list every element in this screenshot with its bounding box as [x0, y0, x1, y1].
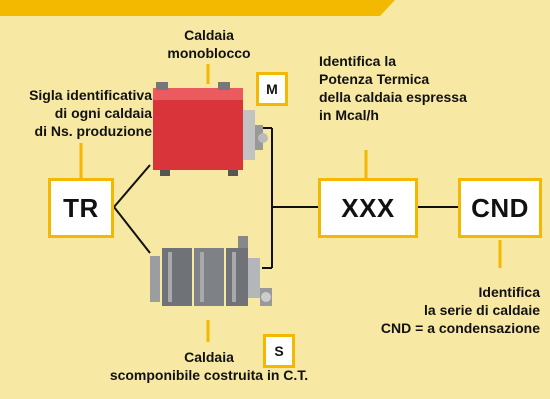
label-caldaia-scomponibile: Caldaia scomponibile costruita in C.T.	[109, 349, 309, 383]
red-monoblock-boiler	[153, 82, 268, 176]
code-box-tr: TR	[48, 178, 114, 238]
header-banner	[0, 0, 395, 16]
cast-iron-sectional-boiler	[150, 236, 272, 306]
badge-m: M	[256, 72, 288, 106]
label-sigla-identificativa: Sigla identificativa di ogni caldaia di …	[29, 87, 152, 139]
code-box-cnd: CND	[458, 178, 542, 238]
branch-line-bottom	[113, 206, 151, 254]
code-box-xxx: XXX	[318, 178, 418, 238]
label-serie-caldaie: Identifica la serie di caldaie CND = a c…	[380, 284, 540, 336]
badge-s: S	[263, 334, 295, 368]
label-caldaia-monoblocco: Caldaia monoblocco	[167, 27, 251, 61]
label-potenza-termica: Identifica la Potenza Termica della cald…	[319, 53, 467, 123]
branch-line-top	[113, 164, 151, 208]
